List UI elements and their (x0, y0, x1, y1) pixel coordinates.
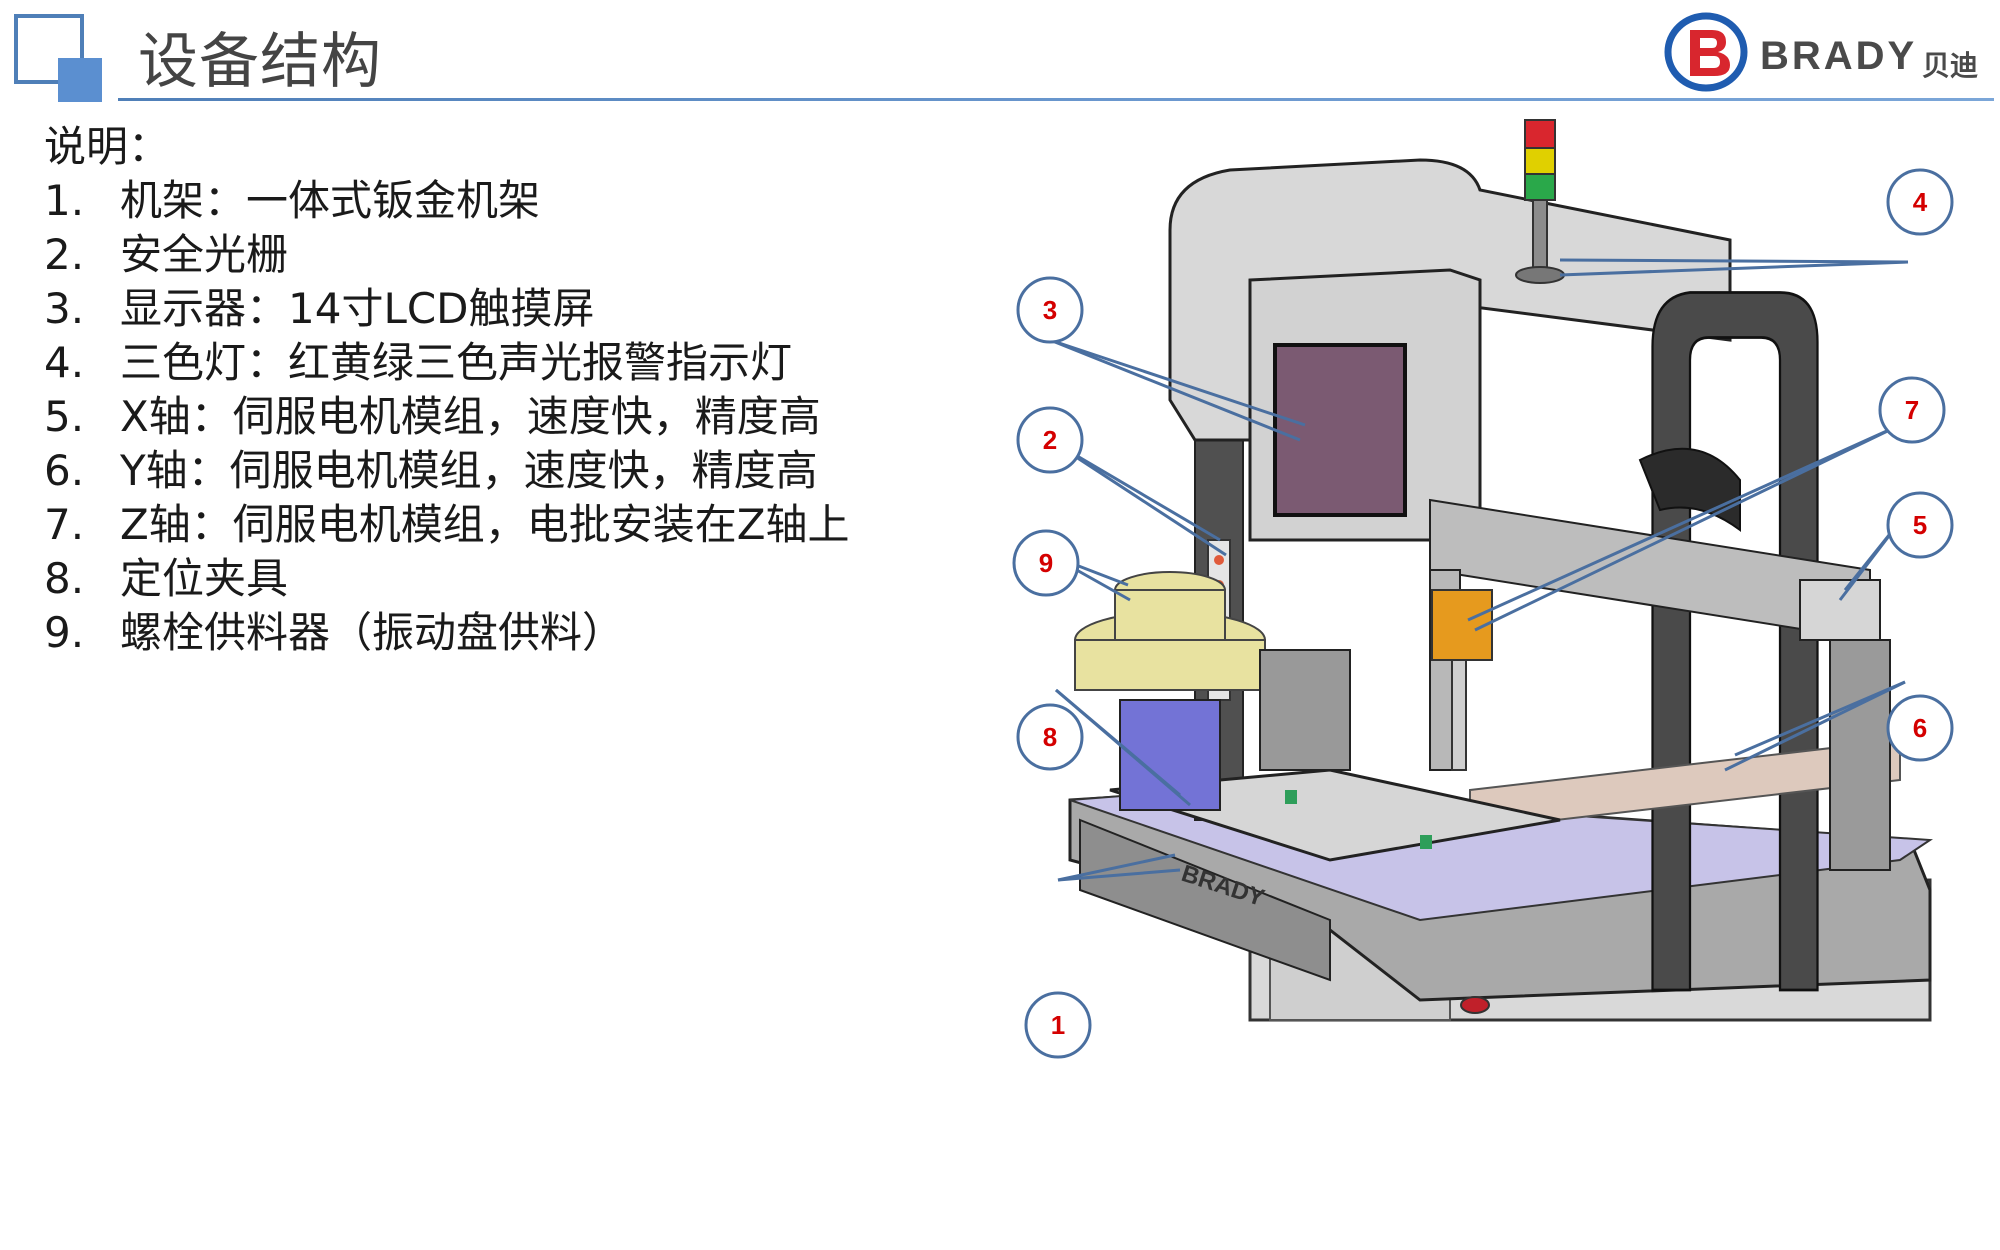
description-item-text: 安全光栅 (120, 230, 289, 279)
callout-9-label: 9 (1039, 548, 1053, 578)
callout-2-label: 2 (1043, 425, 1057, 455)
description-item-text: Y轴：伺服电机模组，速度快，精度高 (120, 446, 818, 495)
callout-9: 9 (1012, 529, 1080, 597)
feeder-top-side (1114, 589, 1226, 641)
description-item: 6. Y轴：伺服电机模组，速度快，精度高 (44, 444, 850, 498)
description-item-text: 定位夹具 (120, 554, 289, 603)
description-item: 1. 机架：一体式钣金机架 (44, 174, 850, 228)
callout-3-label: 3 (1043, 295, 1057, 325)
callout-7-label: 7 (1905, 395, 1919, 425)
description: 说明： 1. 机架：一体式钣金机架 2. 安全光栅 3. 显示器：14寸LCD触摸屏 4. 三… (44, 120, 850, 660)
description-item-number: 8. (44, 554, 85, 603)
description-item: 8. 定位夹具 (44, 552, 850, 606)
description-heading: 说明： (44, 122, 171, 171)
stack-light-yellow (1524, 147, 1556, 175)
x-axis-motor (1799, 579, 1881, 641)
screwdriver-bit (1451, 659, 1467, 771)
callout-8-label: 8 (1043, 722, 1057, 752)
description-item-number: 2. (44, 230, 85, 279)
description-item: 7. Z轴：伺服电机模组，电批安装在Z轴上 (44, 498, 850, 552)
fixture-pin (1285, 790, 1297, 804)
callout-4-label: 4 (1913, 187, 1928, 217)
description-item-text: 显示器：14寸LCD触摸屏 (120, 284, 595, 333)
callout-1-label: 1 (1051, 1010, 1065, 1040)
description-item: 4. 三色灯：红黄绿三色声光报警指示灯 (44, 336, 850, 390)
callout-4: 4 (1886, 168, 1954, 236)
description-item-number: 5. (44, 392, 85, 441)
callout-6: 6 (1886, 694, 1954, 762)
machine-illustration: BRADY (1012, 119, 1954, 1059)
description-item: 3. 显示器：14寸LCD触摸屏 (44, 282, 850, 336)
description-item-text: 机架：一体式钣金机架 (120, 176, 541, 225)
callout-8: 8 (1016, 703, 1084, 771)
stack-light-pole (1532, 199, 1548, 271)
feeder-bowl-side (1074, 639, 1266, 691)
callout-3: 3 (1016, 276, 1084, 344)
corner-square-icon (14, 14, 102, 102)
callout-7: 7 (1878, 376, 1946, 444)
description-item-number: 4. (44, 338, 85, 387)
description-item-number: 1. (44, 176, 85, 225)
y-axis-column (1829, 639, 1891, 871)
description-item-text: X轴：伺服电机模组，速度快，精度高 (120, 392, 821, 441)
description-item-text: 三色灯：红黄绿三色声光报警指示灯 (120, 338, 793, 387)
brady-logo-cn: 贝迪 (1922, 49, 1979, 82)
base-front-panel (1079, 818, 1331, 982)
positioning-fixture (1109, 768, 1561, 862)
title-divider (118, 98, 1994, 101)
right-frame (1651, 291, 1819, 992)
leader-lines (1049, 258, 1909, 882)
description-item: 9. 螺栓供料器（振动盘供料） (44, 606, 850, 660)
description-list: 1. 机架：一体式钣金机架 2. 安全光栅 3. 显示器：14寸LCD触摸屏 4. 三色灯：红… (44, 174, 850, 660)
callout-6-label: 6 (1913, 713, 1927, 743)
feeder-track (1259, 649, 1351, 771)
description-item-text: 螺栓供料器（振动盘供料） (120, 608, 625, 657)
description-item-number: 7. (44, 500, 85, 549)
stack-light-red (1524, 119, 1556, 149)
description-item-number: 3. (44, 284, 85, 333)
callout-5: 5 (1886, 491, 1954, 559)
callout-5-label: 5 (1913, 510, 1927, 540)
fixture-pin-2 (1420, 835, 1432, 849)
feeder-body (1119, 699, 1221, 811)
description-item: 2. 安全光栅 (44, 228, 850, 282)
page-title: 设备结构 (138, 27, 382, 97)
brady-logo: BRADY 贝迪 (1660, 10, 1990, 94)
stack-light-green (1524, 173, 1556, 201)
stack-light-base (1515, 266, 1565, 284)
callout-1: 1 (1024, 991, 1092, 1059)
touch-display (1273, 343, 1407, 517)
callout-2: 2 (1016, 406, 1084, 474)
brady-logo-text: BRADY (1760, 34, 1918, 78)
emergency-stop-icon (1460, 996, 1490, 1014)
description-item-number: 9. (44, 608, 85, 657)
description-item-text: Z轴：伺服电机模组，电批安装在Z轴上 (120, 500, 850, 549)
description-item: 5. X轴：伺服电机模组，速度快，精度高 (44, 390, 850, 444)
description-item-number: 6. (44, 446, 85, 495)
brady-logo-icon (1664, 12, 1748, 92)
